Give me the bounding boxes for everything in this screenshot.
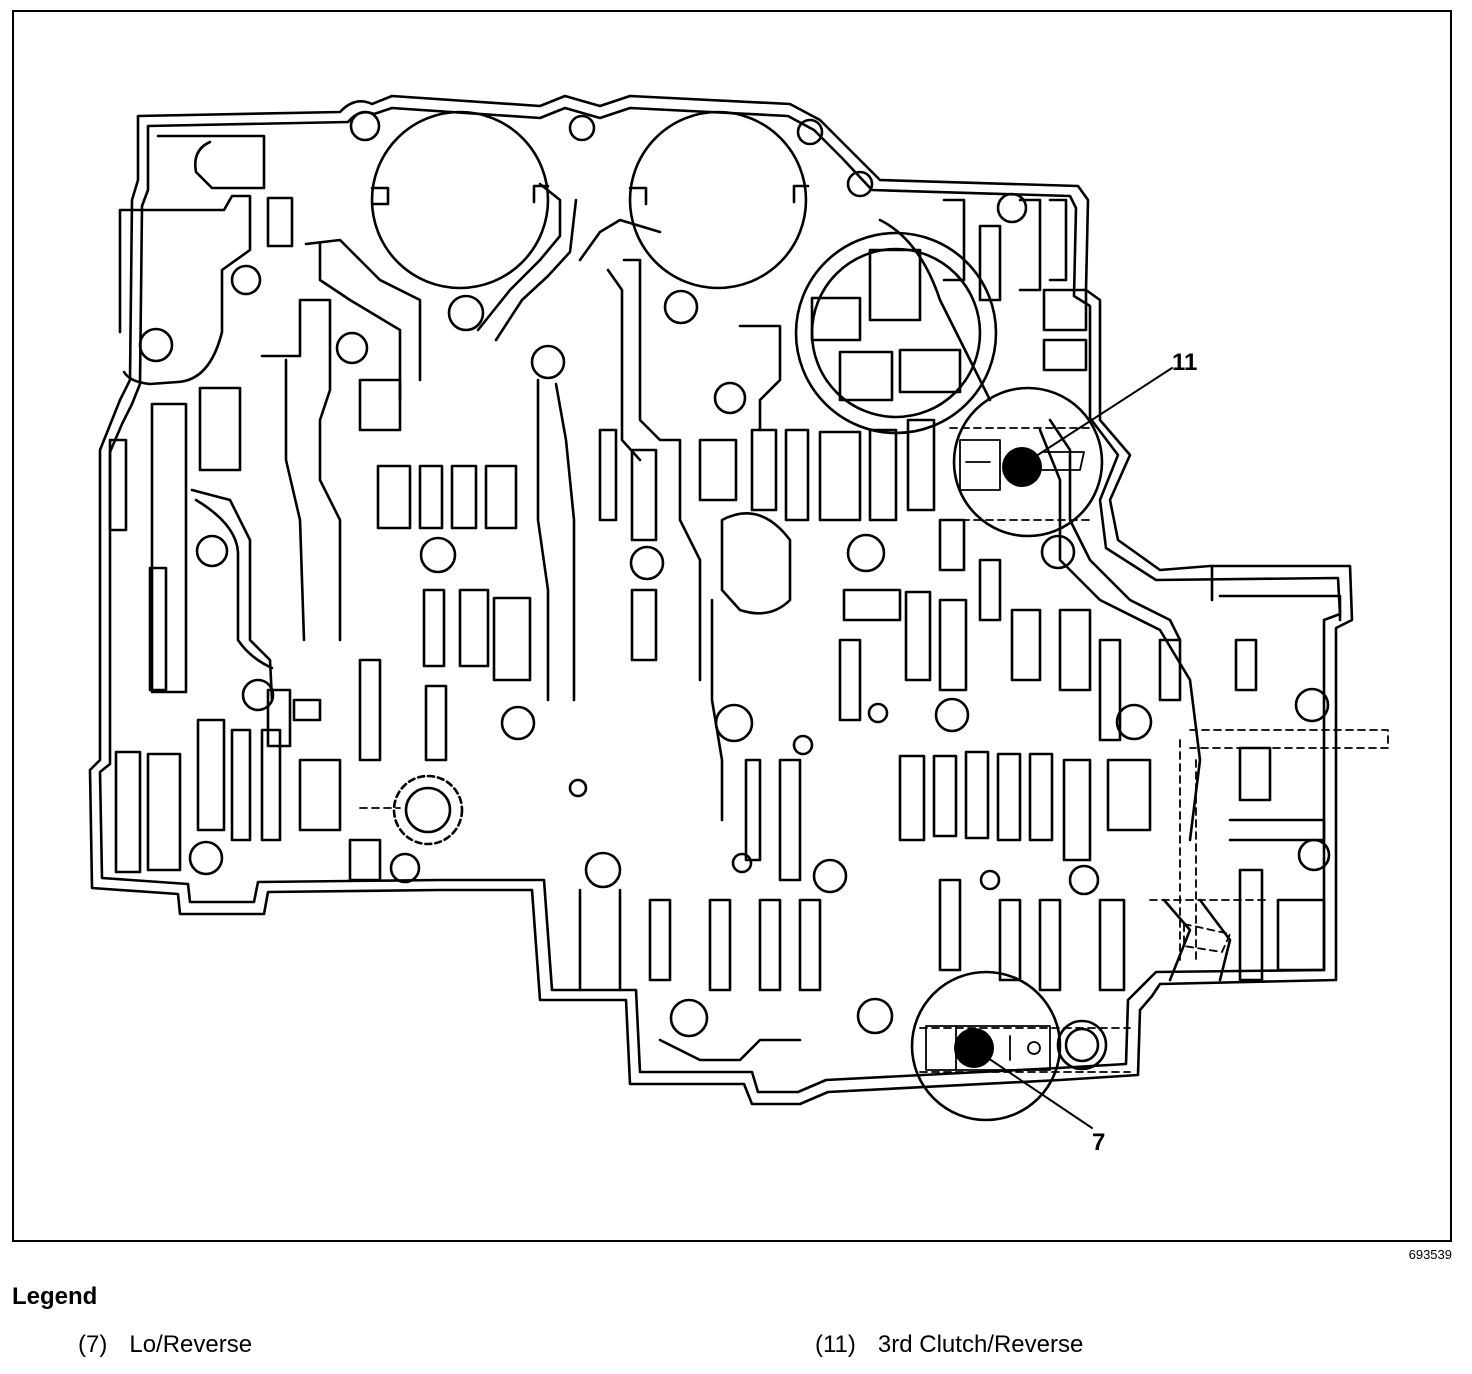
fluid-passages [108,134,1342,1062]
callout-11-leader [1029,367,1173,461]
accumulator-bores [370,110,998,435]
callout-7-ring [910,970,1062,1122]
legend-item-number: (7) [78,1331,108,1358]
callout-11-ring [952,386,1104,538]
legend-title: Legend [12,1283,98,1310]
valve-body-outline [88,94,1354,1106]
callout-11-label: 11 [1172,349,1197,376]
valve-body-inner-outline [98,106,1342,1094]
legend-item-3rd-clutch-reverse: (11) 3rd Clutch/Reverse [815,1331,1083,1359]
check-ball-11 [1002,447,1042,487]
callout-7-leader [975,1049,1093,1129]
diagram-frame [12,10,1452,1242]
check-ball-7 [954,1028,994,1068]
legend-item-label: Lo/Reverse [129,1331,253,1358]
hidden-passages [359,427,1389,1073]
legend-item-number: (11) [815,1331,856,1358]
callout-11: 11 [952,349,1197,538]
legend-item-lo-reverse: (7) Lo/Reverse [78,1331,252,1359]
callout-7-label: 7 [1092,1129,1105,1156]
figure-id: 693539 [1408,1247,1452,1262]
bolt-holes [138,110,1331,1071]
callout-7: 7 [910,970,1105,1156]
legend-item-label: 3rd Clutch/Reverse [877,1331,1084,1358]
